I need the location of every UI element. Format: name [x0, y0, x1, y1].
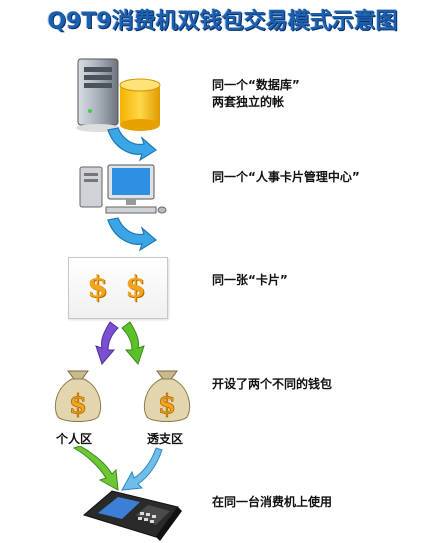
step-1-line-1: 同一个“数据库” — [212, 78, 300, 92]
wallet-label-personal: 个人区 — [56, 432, 93, 446]
svg-text:$: $ — [158, 390, 176, 420]
step-1-description: 同一个“数据库” 两套独立的帐 — [212, 77, 300, 111]
money-bag-icon: $ — [54, 370, 102, 422]
step-4-description: 开设了两个不同的钱包 — [212, 377, 333, 391]
computer-icon — [79, 164, 167, 214]
curved-down-arrow-icon — [107, 217, 158, 252]
server-database-icon — [76, 58, 161, 132]
wallet-label-overdraft: 透支区 — [147, 432, 184, 446]
svg-text:$: $ — [69, 390, 87, 420]
step-5-description: 在同一台消费机上使用 — [212, 495, 333, 509]
money-bag-icon: $ — [143, 370, 191, 422]
card-dollar-left: $ — [87, 270, 108, 305]
card-dollar-right: $ — [125, 270, 146, 305]
diagram-title: Q9T9消费机双钱包交易模式示意图 — [47, 9, 398, 34]
step-1-line-2: 两套独立的帐 — [212, 95, 285, 109]
converging-arrows-icon — [72, 446, 163, 491]
curved-down-arrow-icon — [107, 127, 158, 162]
split-arrows-icon — [95, 321, 145, 365]
step-2-description: 同一个“人事卡片管理中心” — [212, 170, 360, 184]
step-3-description: 同一张“卡片” — [212, 273, 288, 287]
card-image: $ $ — [68, 257, 168, 319]
pos-terminal-icon — [82, 490, 182, 541]
